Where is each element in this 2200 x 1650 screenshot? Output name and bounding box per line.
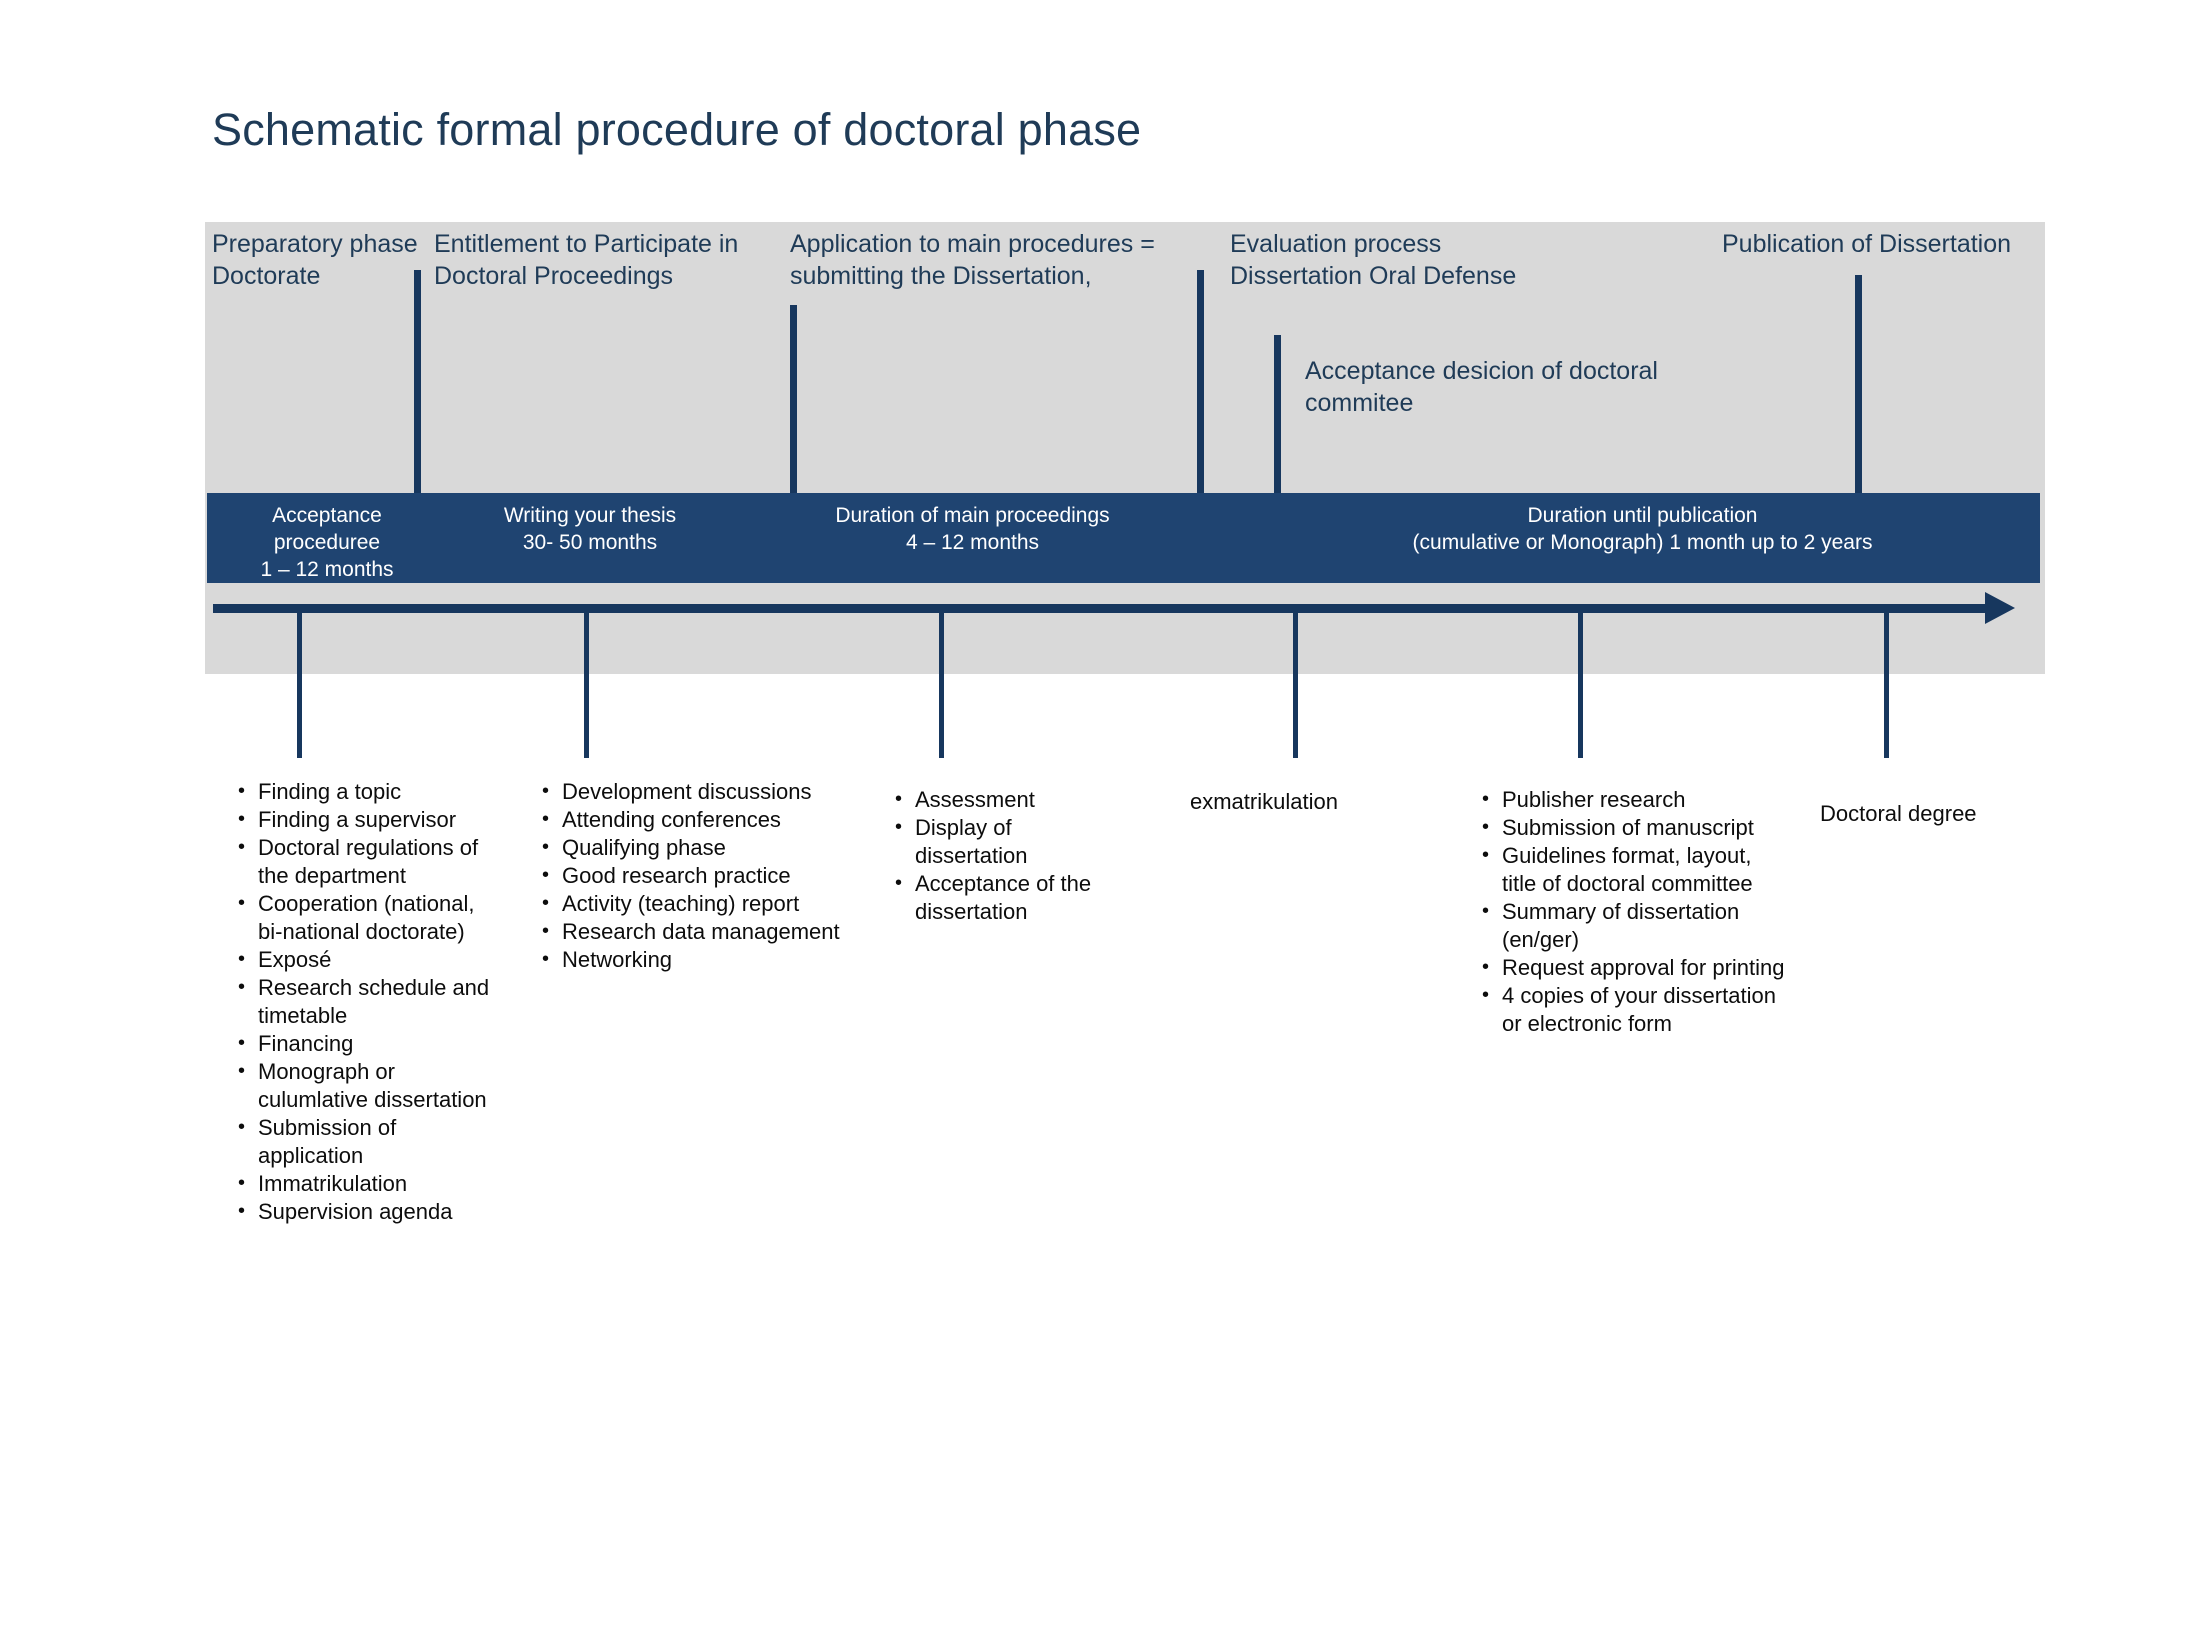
exmatrikulation-note: exmatrikulation bbox=[1190, 789, 1338, 814]
divider-entitlement bbox=[414, 270, 421, 493]
drop-line-doctoral-degree bbox=[1884, 612, 1889, 758]
list-item: 4 copies of your dissertation or electro… bbox=[1480, 981, 1785, 1038]
list-item: Attending conferences bbox=[540, 805, 840, 834]
drop-line-main-proceedings bbox=[939, 612, 944, 758]
duration-main-proceedings: Duration of main proceedings 4 – 12 mont… bbox=[835, 504, 1110, 554]
duration-writing-thesis: Writing your thesis 30- 50 months bbox=[503, 504, 677, 554]
list-item: Activity (teaching) report bbox=[540, 889, 840, 918]
list-item: Guidelines format, layout, title of doct… bbox=[1480, 841, 1785, 898]
list-item: Immatrikulation bbox=[236, 1169, 498, 1198]
list-item: Assessment bbox=[893, 785, 1093, 814]
timeline-band-background bbox=[205, 222, 2045, 674]
list-item: Publisher research bbox=[1480, 785, 1785, 814]
bullet-list-preparatory-tasks: Finding a topic Finding a supervisor Doc… bbox=[236, 777, 498, 1226]
list-item: Request approval for printing bbox=[1480, 953, 1785, 982]
divider-publication bbox=[1855, 275, 1862, 493]
list-item: Monograph or culumlative dissertation bbox=[236, 1057, 498, 1114]
phase-label-entitlement: Entitlement to Participate in Doctoral P… bbox=[434, 230, 739, 290]
list-item: Qualifying phase bbox=[540, 833, 840, 862]
phase-label-acceptance-decision: Acceptance desicion of doctoral commitee bbox=[1305, 357, 1658, 417]
timeline-arrow-head bbox=[1985, 592, 2015, 624]
list-item: Submission of manuscript bbox=[1480, 813, 1785, 842]
list-item: Exposé bbox=[236, 945, 498, 974]
divider-acceptance-decision bbox=[1274, 335, 1281, 493]
bullet-list-publication-tasks: Publisher research Submission of manuscr… bbox=[1480, 785, 1785, 1038]
page-title: Schematic formal procedure of doctoral p… bbox=[212, 104, 1142, 155]
phase-label-application: Application to main procedures = submitt… bbox=[790, 230, 1155, 290]
list-item: Research data management bbox=[540, 917, 840, 946]
drop-line-exmatrikulation bbox=[1293, 612, 1298, 758]
list-item: Supervision agenda bbox=[236, 1197, 498, 1226]
drop-line-preparatory bbox=[297, 612, 302, 758]
duration-bar bbox=[207, 493, 2040, 583]
list-item: Finding a topic bbox=[236, 777, 498, 806]
list-item: Doctoral regulations of the department bbox=[236, 833, 498, 890]
phase-label-publication: Publication of Dissertation bbox=[1722, 230, 2012, 258]
doctoral-degree-note: Doctoral degree bbox=[1820, 801, 1977, 826]
bullet-list-main-proceedings-tasks: Assessment Display of dissertation Accep… bbox=[893, 785, 1093, 926]
divider-application bbox=[790, 305, 797, 493]
duration-until-publication: Duration until publication (cumulative o… bbox=[1412, 504, 1873, 554]
list-item: Research schedule and timetable bbox=[236, 973, 498, 1030]
list-item: Acceptance of the dissertation bbox=[893, 869, 1093, 926]
list-item: Finding a supervisor bbox=[236, 805, 498, 834]
divider-evaluation bbox=[1197, 270, 1204, 493]
phase-label-preparatory: Preparatory phase Doctorate bbox=[212, 230, 418, 290]
list-item: Development discussions bbox=[540, 777, 840, 806]
list-item: Display of dissertation bbox=[893, 813, 1093, 870]
list-item: Summary of dissertation (en/ger) bbox=[1480, 897, 1785, 954]
list-item: Financing bbox=[236, 1029, 498, 1058]
timeline-arrow-shaft bbox=[213, 604, 1993, 613]
drop-line-thesis bbox=[584, 612, 589, 758]
bullet-list-thesis-writing-tasks: Development discussions Attending confer… bbox=[540, 777, 840, 974]
list-item: Good research practice bbox=[540, 861, 840, 890]
duration-acceptance-procedure: Acceptance proceduree 1 – 12 months bbox=[260, 504, 394, 581]
phase-label-evaluation: Evaluation process Dissertation Oral Def… bbox=[1230, 230, 1517, 290]
drop-line-publication-tasks bbox=[1578, 612, 1583, 758]
list-item: Cooperation (national, bi-national docto… bbox=[236, 889, 498, 946]
list-item: Networking bbox=[540, 945, 840, 974]
list-item: Submission of application bbox=[236, 1113, 498, 1170]
